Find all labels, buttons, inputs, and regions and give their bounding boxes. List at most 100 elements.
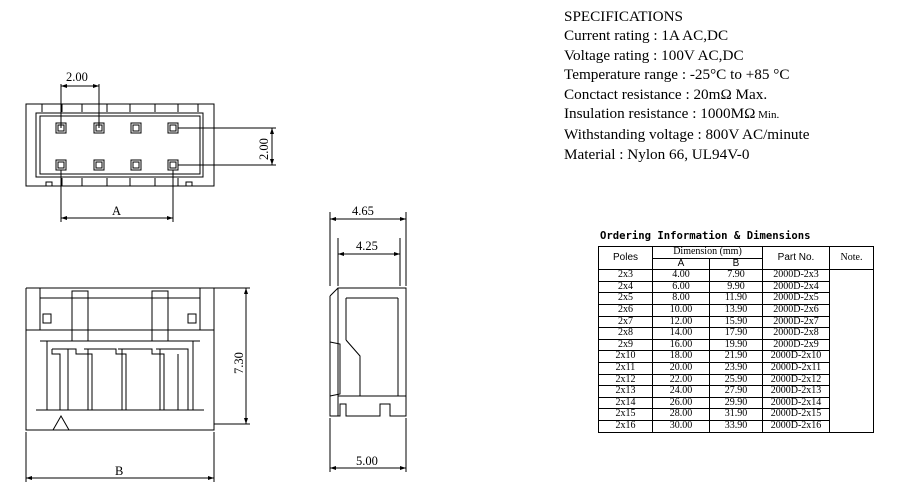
- table-cell: 27.90: [709, 385, 763, 398]
- table-cell: 2x11: [598, 361, 653, 375]
- table-cell: 10.00: [652, 303, 710, 317]
- dim-pitch-vertical: 2.00: [257, 138, 271, 160]
- table-cell: 22.00: [652, 373, 710, 387]
- pin-squares: [55, 122, 179, 171]
- header-dimension: Dimension (mm): [652, 246, 763, 259]
- table-cell-note: [829, 397, 874, 409]
- table-cell: 17.90: [709, 327, 763, 340]
- top-view: [25, 84, 276, 222]
- table-cell: 14.00: [652, 327, 710, 340]
- table-cell: 2000D-2x7: [762, 315, 830, 329]
- header-poles: Poles: [598, 245, 653, 271]
- table-cell-note: [829, 292, 874, 305]
- table-cell: 28.00: [652, 408, 710, 421]
- specifications-block: SPECIFICATIONS Current rating : 1A AC,DC…: [564, 7, 809, 164]
- side-view: [329, 212, 407, 472]
- table-cell-note: [829, 304, 874, 317]
- table-cell: 2000D-2x10: [762, 350, 830, 363]
- spec-line: Voltage rating : 100V AC,DC: [564, 46, 809, 65]
- spec-line: Withstanding voltage : 800V AC/minute: [564, 125, 809, 144]
- table-cell: 24.00: [652, 385, 710, 398]
- table-cell: 19.90: [709, 338, 763, 352]
- spec-line: Material : Nylon 66, UL94V-0: [564, 145, 809, 164]
- specifications-heading: SPECIFICATIONS: [564, 8, 683, 25]
- table-cell: 2x10: [598, 350, 653, 363]
- table-cell: 2x3: [598, 269, 653, 282]
- dim-side-depth-outer: 4.65: [352, 204, 374, 218]
- table-cell: 2000D-2x11: [762, 361, 830, 375]
- table-cell: 29.90: [709, 396, 763, 410]
- table-cell: 2x12: [598, 373, 653, 387]
- spec-line-text: Withstanding voltage : 800V AC/minute: [564, 126, 810, 144]
- dim-width-b: B: [115, 464, 123, 478]
- header-note: Note.: [829, 245, 874, 271]
- table-cell: 15.90: [709, 315, 763, 329]
- table-cell-note: [829, 420, 874, 433]
- table-cell: 2x4: [598, 280, 653, 294]
- spec-line-text: Current rating : 1A AC,DC: [564, 27, 729, 45]
- table-cell: 20.00: [652, 361, 710, 375]
- table-cell: 16.00: [652, 338, 710, 352]
- table-cell: 2000D-2x4: [762, 280, 830, 294]
- spec-line-suffix: Min.: [755, 109, 780, 122]
- table-cell: 30.00: [652, 419, 710, 433]
- table-cell: 2000D-2x12: [762, 373, 830, 387]
- table-cell-note: [829, 350, 874, 363]
- dim-side-depth-inner: 4.25: [356, 239, 378, 253]
- table-cell-note: [829, 281, 874, 293]
- table-cell: 21.90: [709, 350, 763, 363]
- table-cell: 26.00: [652, 396, 710, 410]
- ordering-title: Ordering Information & Dimensions: [600, 230, 811, 242]
- table-cell: 8.00: [652, 292, 710, 305]
- table-cell: 2000D-2x14: [762, 396, 830, 410]
- table-cell: 4.00: [652, 269, 710, 282]
- table-cell: 2x15: [598, 408, 653, 421]
- table-cell: 2x9: [598, 338, 653, 352]
- table-cell: 2x13: [598, 385, 653, 398]
- dim-height: 7.30: [232, 352, 246, 374]
- spec-line-text: Conctact resistance : 20mΩ Max.: [564, 85, 768, 103]
- header-b: B: [709, 257, 763, 271]
- spec-line-text: Temperature range : -25°C to +85 °C: [564, 66, 790, 84]
- table-cell: 2000D-2x13: [762, 385, 830, 398]
- table-cell: 2000D-2x6: [762, 303, 830, 317]
- table-cell-note: [829, 269, 874, 282]
- table-cell: 2x14: [598, 396, 653, 410]
- table-cell: 31.90: [709, 408, 763, 421]
- table-cell-note: [829, 362, 874, 375]
- spec-line-text: Insulation resistance : 1000MΩ: [564, 105, 756, 123]
- dim-pitch-horizontal: 2.00: [66, 70, 88, 84]
- table-cell: 13.90: [709, 303, 763, 317]
- table-cell: 2000D-2x9: [762, 338, 830, 352]
- spec-line-text: Material : Nylon 66, UL94V-0: [564, 145, 750, 163]
- ordering-table: Poles Dimension (mm) Part No. Note. A B …: [598, 245, 874, 433]
- header-a: A: [652, 257, 710, 271]
- spec-line: Insulation resistance : 1000MΩ Min.: [564, 104, 809, 125]
- table-cell: 2000D-2x5: [762, 292, 830, 305]
- table-cell: 2x8: [598, 327, 653, 340]
- table-cell: 2x16: [598, 419, 653, 433]
- table-cell-note: [829, 339, 874, 351]
- table-cell: 2000D-2x3: [762, 269, 830, 282]
- table-cell: 23.90: [709, 361, 763, 375]
- table-cell: 2000D-2x16: [762, 419, 830, 433]
- table-cell: 11.90: [709, 292, 763, 305]
- table-cell-note: [829, 385, 874, 398]
